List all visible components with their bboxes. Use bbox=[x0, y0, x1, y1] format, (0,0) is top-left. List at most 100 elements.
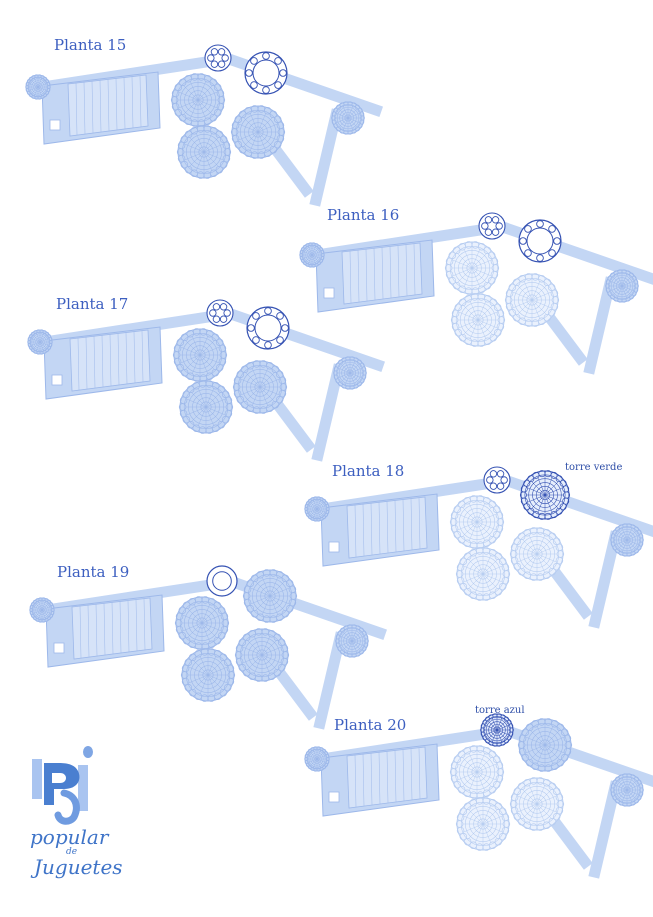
corner-tower bbox=[29, 597, 55, 623]
wall-segment bbox=[547, 814, 593, 870]
plan-shapes bbox=[299, 212, 653, 375]
ring-tower bbox=[244, 51, 288, 95]
wall-segment bbox=[583, 276, 617, 375]
hall-grid-line bbox=[394, 500, 397, 552]
hall-grid-line bbox=[402, 749, 405, 801]
hall-grid-line bbox=[87, 605, 90, 657]
wall-segment bbox=[268, 142, 314, 198]
corner-tower bbox=[304, 746, 330, 772]
hall-grid-line bbox=[115, 78, 118, 130]
hall-grid-line bbox=[101, 335, 104, 387]
hall-grid-line bbox=[386, 751, 389, 803]
small-tower bbox=[204, 44, 232, 72]
tower-label: torre azul bbox=[475, 705, 525, 716]
hall-grid-line bbox=[111, 602, 114, 654]
hall-grid-line bbox=[103, 603, 106, 655]
rosette-tower bbox=[230, 105, 286, 159]
rosette-tower bbox=[444, 241, 500, 295]
hall-grid-line bbox=[410, 498, 413, 550]
corner-tower bbox=[27, 329, 53, 355]
green-tower bbox=[519, 470, 571, 520]
small-tower bbox=[206, 565, 238, 597]
wall-segment bbox=[311, 363, 345, 462]
plan-title: Planta 19 bbox=[57, 563, 130, 581]
hall-floor-pattern bbox=[67, 74, 149, 137]
hall-grid-line bbox=[139, 76, 142, 127]
hall-grid-line bbox=[85, 337, 88, 389]
hall-grid-line bbox=[410, 748, 413, 800]
logo-word-juguetes: Juguetes bbox=[34, 855, 123, 879]
hall-grid-line bbox=[354, 755, 357, 807]
hall-grid-line bbox=[135, 599, 138, 651]
hall-grid-line bbox=[381, 247, 384, 299]
plan-drawing bbox=[27, 299, 385, 462]
plan-title: Planta 20 bbox=[334, 716, 407, 734]
small-tower bbox=[478, 212, 506, 240]
wall-segment bbox=[588, 530, 622, 629]
stair-notch bbox=[323, 287, 335, 299]
hall-grid-line bbox=[83, 82, 86, 134]
hall-grid-line bbox=[418, 748, 421, 799]
hall-grid-line bbox=[378, 752, 381, 804]
floor-plan-19: Planta 19 bbox=[29, 563, 390, 733]
rosette-tower bbox=[176, 125, 232, 179]
plan-drawing bbox=[29, 565, 387, 730]
rosette-tower bbox=[232, 360, 288, 414]
stair-notch bbox=[328, 541, 340, 553]
hall-grid-line bbox=[119, 601, 122, 653]
rosette-tower bbox=[517, 718, 573, 772]
hall-grid-line bbox=[370, 503, 373, 555]
corner-tower bbox=[299, 242, 325, 268]
corner-tower bbox=[304, 496, 330, 522]
hall-grid-line bbox=[75, 83, 78, 135]
hall-grid-line bbox=[354, 505, 357, 557]
rosette-tower bbox=[174, 596, 230, 650]
plan-title: Planta 18 bbox=[332, 462, 405, 480]
wall-segment bbox=[547, 564, 593, 620]
stair-notch bbox=[53, 642, 65, 654]
hall-grid-line bbox=[133, 331, 136, 383]
floor-plan-20: Planta 20 torre azul bbox=[304, 705, 653, 882]
small-tower bbox=[483, 466, 511, 494]
hall-grid-line bbox=[405, 244, 408, 296]
plan-drawing bbox=[25, 44, 383, 207]
hall-grid-line bbox=[386, 501, 389, 553]
floor-plan-18: Planta 18 torre verde bbox=[304, 462, 653, 632]
hall-grid-line bbox=[117, 333, 120, 385]
blue-tower bbox=[480, 713, 514, 747]
hall-grid-line bbox=[95, 604, 98, 656]
hall-floor-pattern bbox=[341, 242, 423, 305]
plan-shapes bbox=[27, 299, 385, 462]
hall-grid-line bbox=[357, 250, 360, 302]
rosette-tower bbox=[172, 328, 228, 382]
plan-drawing bbox=[304, 713, 653, 879]
hall-grid-line bbox=[378, 502, 381, 554]
rosette-tower bbox=[455, 547, 511, 601]
tower-label: torre verde bbox=[565, 462, 623, 473]
corner-tower bbox=[605, 269, 639, 303]
rosette-tower bbox=[449, 495, 505, 549]
hall-grid-line bbox=[91, 81, 94, 133]
logo-word-popular: popular bbox=[30, 825, 109, 849]
logo-word-de: de bbox=[66, 847, 78, 857]
rosette-tower bbox=[509, 527, 565, 581]
hall-grid-line bbox=[127, 600, 130, 652]
plan-shapes bbox=[304, 713, 653, 879]
hall-grid-line bbox=[413, 244, 416, 295]
plan-drawing bbox=[299, 212, 653, 375]
wall-segment bbox=[542, 310, 588, 366]
hall-grid-line bbox=[365, 249, 368, 301]
plan-title: Planta 17 bbox=[56, 295, 129, 313]
hall-floor-pattern bbox=[346, 746, 428, 809]
plan-title: Planta 16 bbox=[327, 206, 400, 224]
floor-plan-17: Planta 17 bbox=[27, 295, 388, 465]
corner-tower bbox=[335, 624, 369, 658]
plan-shapes bbox=[304, 466, 653, 629]
hall-floor-pattern bbox=[69, 329, 151, 392]
hall-grid-line bbox=[373, 248, 376, 300]
rosette-tower bbox=[449, 745, 505, 799]
plan-title: Planta 15 bbox=[54, 36, 127, 54]
hall-grid-line bbox=[77, 338, 80, 390]
hall-grid-line bbox=[349, 251, 352, 303]
rosette-tower bbox=[509, 777, 565, 831]
